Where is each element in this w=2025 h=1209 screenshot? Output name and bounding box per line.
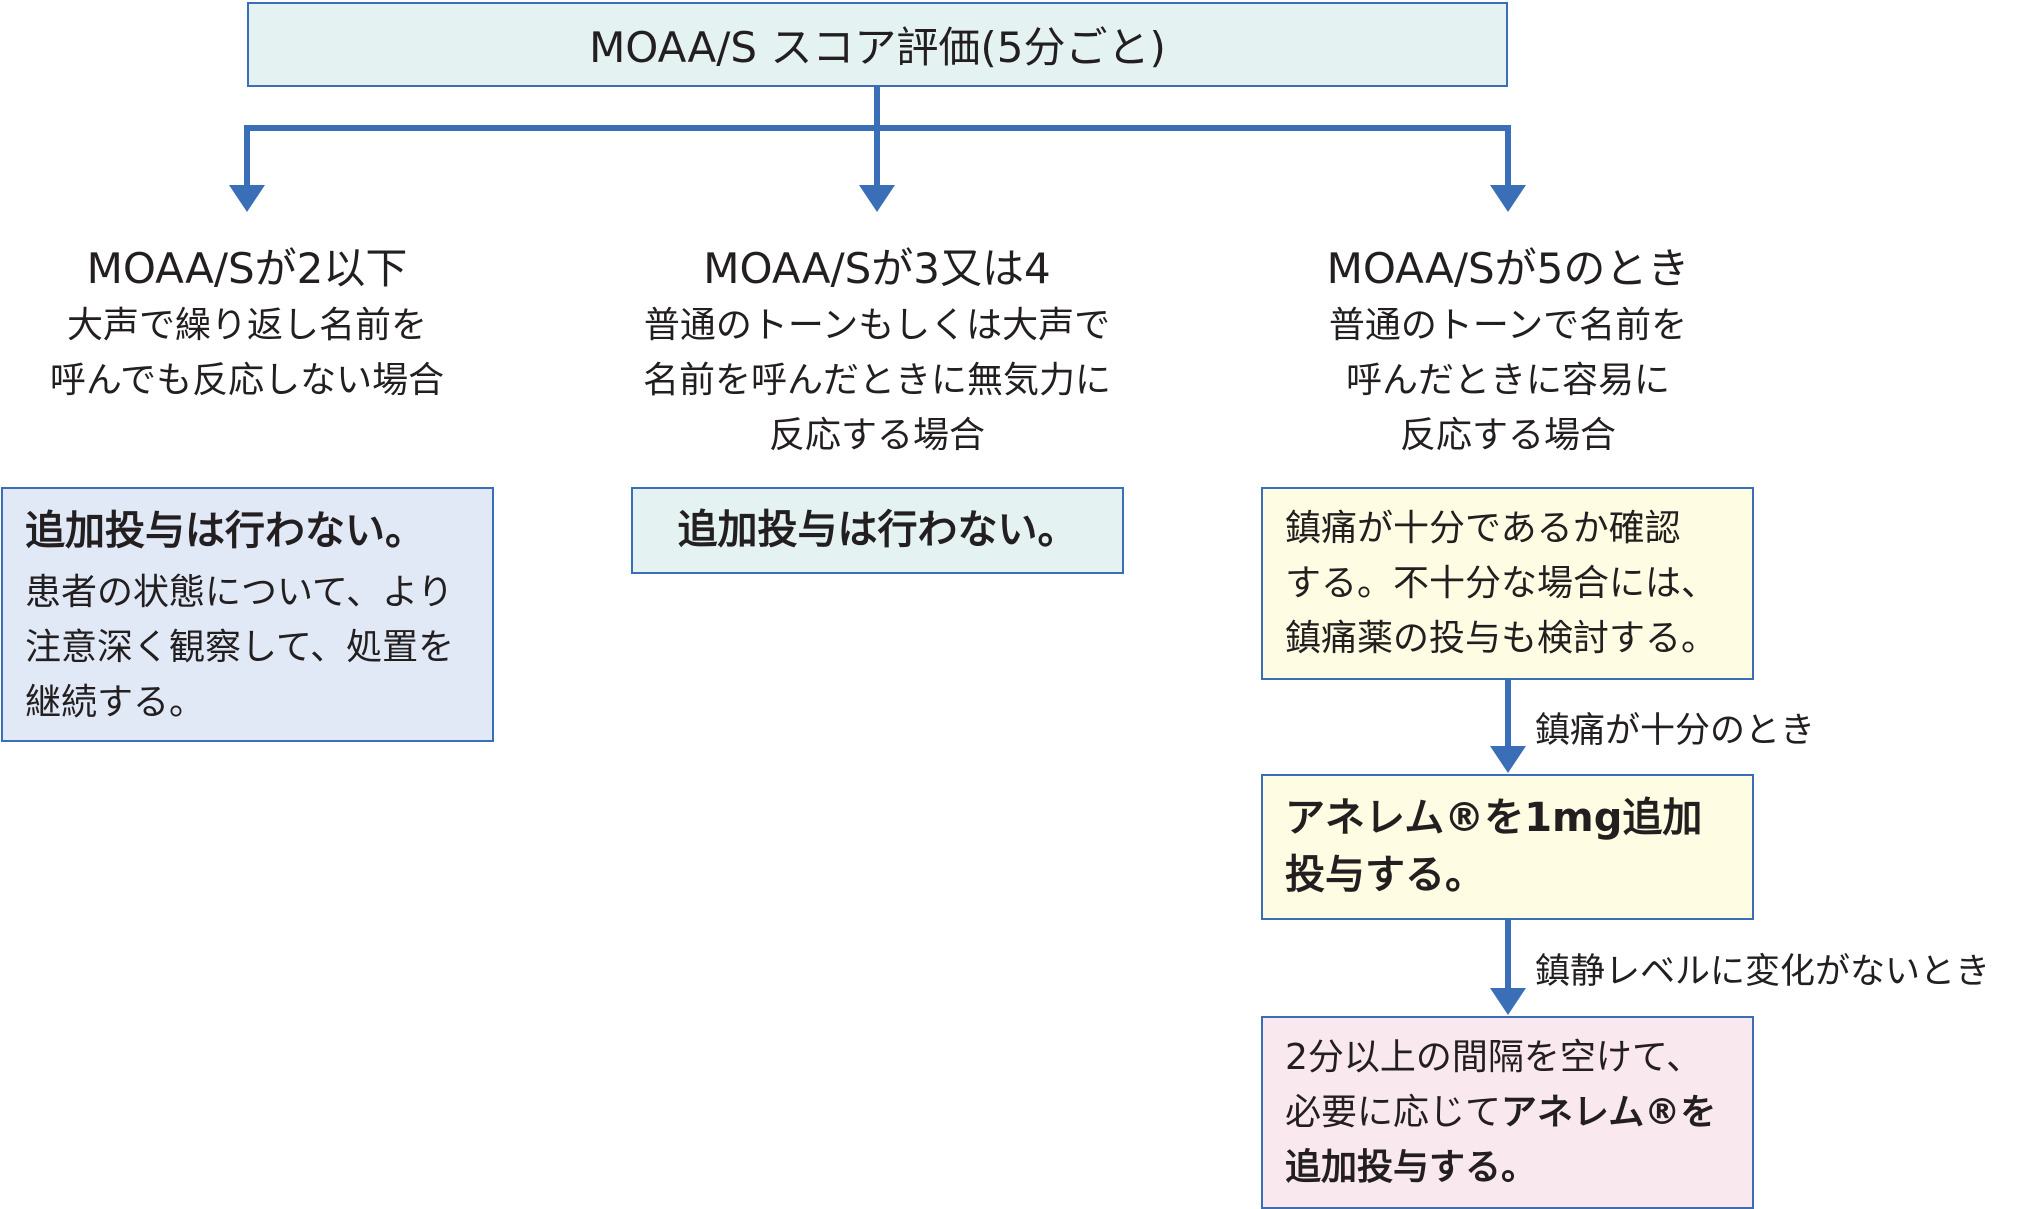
repeat-dose-box: 2分以上の間隔を空けて、 必要に応じてアネレム®を 追加投与する。 bbox=[1261, 1016, 1754, 1209]
repeat-dose-line: 必要に応じてアネレム®を bbox=[1285, 1085, 1752, 1140]
analgesia-check-line: 鎮痛が十分であるか確認 bbox=[1285, 508, 1681, 549]
top-assessment-box: MOAA/S スコア評価(5分ごと) bbox=[247, 2, 1508, 87]
analgesia-check-line: 鎮痛薬の投与も検討する。 bbox=[1285, 618, 1718, 659]
arrow1-label: 鎮痛が十分のとき bbox=[1535, 711, 1816, 751]
branch-1-condition: 大声で繰り返し名前を 呼んでも反応しない場合 bbox=[17, 298, 477, 408]
arrow-to-box2 bbox=[1490, 746, 1526, 773]
repeat-dose-line: 2分以上の間隔を空けて、 bbox=[1285, 1037, 1703, 1078]
condition-line: 反応する場合 bbox=[1399, 415, 1616, 456]
repeat-dose-line: 追加投与する。 bbox=[1285, 1147, 1538, 1188]
branch-2-action-box: 追加投与は行わない。 bbox=[631, 487, 1124, 574]
condition-line: 大声で繰り返し名前を bbox=[66, 305, 427, 346]
branch-1-action-box: 追加投与は行わない。 患者の状態について、より 注意深く観察して、処置を 継続す… bbox=[1, 487, 494, 742]
branch-3-condition: 普通のトーンで名前を 呼んだときに容易に 反応する場合 bbox=[1258, 298, 1758, 463]
arrow-center bbox=[859, 185, 895, 212]
branch-2-condition: 普通のトーンもしくは大声で 名前を呼んだときに無気力に 反応する場合 bbox=[607, 298, 1147, 463]
arrow-left bbox=[229, 185, 265, 212]
condition-line: 普通のトーンもしくは大声で bbox=[643, 305, 1111, 346]
condition-line: 普通のトーンで名前を bbox=[1328, 305, 1688, 346]
condition-line: 名前を呼んだときに無気力に bbox=[642, 360, 1111, 401]
top-assessment-title: MOAA/S スコア評価(5分ごと) bbox=[589, 23, 1166, 72]
arrow-to-box3 bbox=[1490, 988, 1526, 1015]
branch-2-heading: MOAA/Sが3又は4 bbox=[703, 244, 1051, 293]
additional-dose-box: アネレム®を1mg追加 投与する。 bbox=[1261, 774, 1754, 920]
branch-1-action-bold: 追加投与は行わない。 bbox=[25, 508, 425, 554]
arrow2-label: 鎮静レベルに変化がないとき bbox=[1535, 952, 1991, 992]
analgesia-check-box: 鎮痛が十分であるか確認 する。不十分な場合には、 鎮痛薬の投与も検討する。 bbox=[1261, 487, 1754, 680]
condition-line: 呼んだときに容易に bbox=[1345, 360, 1670, 401]
branch-1-action-line: 患者の状態について、より bbox=[25, 572, 454, 613]
additional-dose-line: アネレム®を1mg追加 bbox=[1285, 795, 1703, 841]
repeat-dose-bold-text: アネレム®を bbox=[1501, 1092, 1717, 1133]
condition-line: 反応する場合 bbox=[768, 415, 985, 456]
branch-1-heading: MOAA/Sが2以下 bbox=[86, 244, 408, 293]
arrow-right bbox=[1490, 185, 1526, 212]
branch-1-action-line: 注意深く観察して、処置を bbox=[25, 627, 455, 668]
branch-3-heading: MOAA/Sが5のとき bbox=[1326, 244, 1690, 293]
condition-line: 呼んでも反応しない場合 bbox=[49, 360, 445, 401]
additional-dose-line: 投与する。 bbox=[1285, 852, 1485, 898]
repeat-dose-normal-text: 必要に応じて bbox=[1285, 1092, 1502, 1133]
branch-2-action-bold: 追加投与は行わない。 bbox=[677, 507, 1078, 553]
analgesia-check-line: する。不十分な場合には、 bbox=[1285, 563, 1718, 604]
branch-1-action-line: 継続する。 bbox=[25, 682, 206, 723]
